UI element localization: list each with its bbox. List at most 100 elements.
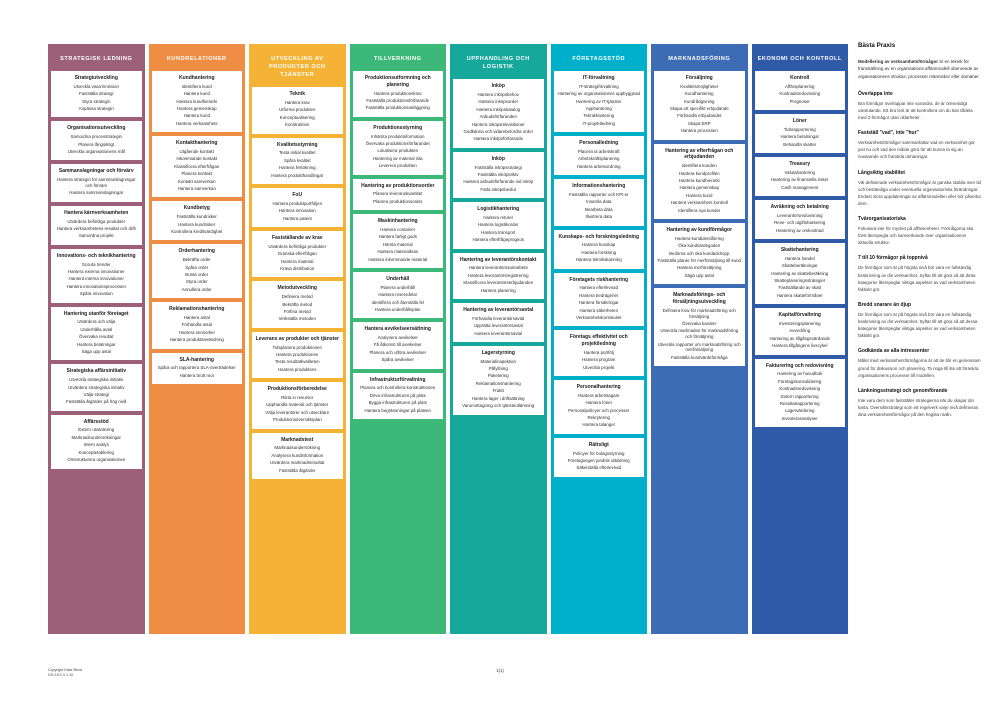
capability-item[interactable]: Kräva distribution xyxy=(280,266,315,272)
capability-item[interactable]: Investeringsplanering xyxy=(778,320,821,326)
capability-item[interactable]: Tidsplanera produktionen xyxy=(272,344,322,350)
capability-item[interactable]: Kostnadsredovisning xyxy=(779,91,821,97)
capability-item[interactable]: Marknadsundersökningar xyxy=(71,434,122,440)
capability-item[interactable]: Utvärdera befintliga produkter xyxy=(268,243,327,249)
capability-item[interactable]: Anpassa strategin xyxy=(78,106,114,112)
capability-item[interactable]: Spåra order xyxy=(185,264,209,270)
capability-item[interactable]: Planera och utföra avvikelser xyxy=(369,349,427,355)
capability-item[interactable]: Leverera produkten xyxy=(378,163,417,169)
capability-item[interactable]: Hantering av IT-tjänster xyxy=(575,98,622,104)
capability-item[interactable]: Säga upp avtal xyxy=(81,348,111,354)
capability-item[interactable]: Godkänna och vidarebefordra order xyxy=(463,129,534,134)
capability-item[interactable]: Reklamationshantering xyxy=(475,380,521,386)
capability-item[interactable]: Bekräfta metod xyxy=(282,301,313,307)
capability-item[interactable]: Prognoser xyxy=(789,98,810,104)
capability-item[interactable]: Hantera försäkringar xyxy=(578,300,619,306)
capability-item[interactable]: Hantera samverkan xyxy=(177,186,216,192)
capability-item[interactable]: Planera och kontrollera konstruktionen xyxy=(360,385,436,391)
capability-item[interactable]: Utforma produkten xyxy=(279,107,316,113)
capability-item[interactable]: Förfina metod xyxy=(283,308,311,314)
capability-item[interactable]: Hantera verksamhets kontroll xyxy=(670,200,728,206)
capability-item[interactable]: Hantering av tillgångsvärdande xyxy=(769,335,831,341)
capability-item[interactable]: Hantera innovationsprocessen xyxy=(66,283,126,289)
capability-item[interactable]: Hantera kundhierarki xyxy=(678,178,720,184)
capability-item[interactable]: Underhålla avtal xyxy=(80,326,113,332)
capability-item[interactable]: Hantera kundhierarki xyxy=(176,98,218,104)
capability-item[interactable]: Planera leveranskvantitet xyxy=(373,191,423,197)
capability-item[interactable]: Resultatrapportering xyxy=(779,400,820,406)
capability-item[interactable]: Illustrera data xyxy=(585,214,613,220)
capability-item[interactable]: Hantera merförsäljning xyxy=(677,265,722,271)
capability-item[interactable]: Spåra avvikelser xyxy=(381,357,414,363)
capability-item[interactable]: Hantera begränsningar på platsen xyxy=(364,407,431,413)
capability-item[interactable]: Hantera efterlevnad xyxy=(579,285,619,291)
capability-item[interactable]: Intern analys xyxy=(83,442,109,448)
capability-item[interactable]: Konceptetablering xyxy=(78,449,114,455)
capability-item[interactable]: Produktionsöversiktsplan xyxy=(272,417,322,423)
capability-item[interactable]: Samordna projekt xyxy=(78,233,114,239)
capability-item[interactable]: Insamla data xyxy=(586,199,612,205)
capability-item[interactable]: Testa initial kvalitet xyxy=(278,150,316,156)
capability-item[interactable]: Hantera inköpsbehov xyxy=(477,91,520,97)
capability-item[interactable]: Företagskonsolidering xyxy=(778,378,822,384)
capability-item[interactable]: Planera långsiktigt xyxy=(78,141,115,147)
capability-item[interactable]: Spåra och rapportera SLA-överträdelser xyxy=(157,365,236,371)
capability-item[interactable]: Hantera betalningar xyxy=(780,134,820,140)
capability-item[interactable]: Hantera skatteförmåner xyxy=(776,292,823,298)
capability-item[interactable]: Hantera materialkrav xyxy=(377,249,419,255)
capability-item[interactable]: Anbudsförfaranden xyxy=(479,114,517,120)
capability-item[interactable]: Kundrådgivning xyxy=(683,98,715,104)
capability-item[interactable]: Identifiera kunden xyxy=(681,163,717,169)
capability-item[interactable]: Skatteberäkningar xyxy=(781,263,818,269)
capability-item[interactable]: Fastställa åtgärder xyxy=(279,467,316,473)
capability-item[interactable]: Hantera felsökning xyxy=(278,165,316,171)
capability-item[interactable]: Hantera returer xyxy=(483,214,514,220)
capability-item[interactable]: Arbetskraftsplanering xyxy=(578,156,620,162)
capability-item[interactable]: Välja strategi xyxy=(83,391,109,397)
capability-item[interactable]: Hantera anbudsförfarande vid inköp xyxy=(463,179,534,185)
capability-item[interactable]: Analysera kundinformation xyxy=(271,452,324,458)
capability-item[interactable]: Omstrukturera organisationen xyxy=(67,457,126,463)
capability-item[interactable]: Hantera arbetstagare xyxy=(578,392,620,398)
capability-item[interactable]: Hantera innovation xyxy=(278,208,316,214)
capability-item[interactable]: Driva infrastrukturen på plats xyxy=(369,392,426,398)
capability-item[interactable]: Hantera kundprofilen xyxy=(678,170,720,176)
capability-item[interactable]: Utvärdera befintliga produkter xyxy=(67,218,126,224)
capability-item[interactable]: Identifiera nya kunder xyxy=(678,207,721,213)
capability-item[interactable]: Fastställa strategi xyxy=(79,91,114,97)
capability-item[interactable]: Hantera arbetsordning xyxy=(576,163,621,169)
capability-item[interactable]: Hantera externa innovationer xyxy=(67,268,125,274)
capability-item[interactable]: Hantera sammanslagningar xyxy=(69,190,124,196)
capability-item[interactable]: Definiera metod xyxy=(281,294,313,300)
capability-item[interactable]: Hantera strategin för sammanslagningar o… xyxy=(57,177,136,189)
capability-item[interactable]: Spåra kvalitet xyxy=(283,157,311,163)
capability-item[interactable]: Inhämta produktinformation xyxy=(371,133,425,139)
capability-item[interactable]: Hantera kundrisker xyxy=(178,221,216,227)
capability-item[interactable]: Lokalisera produkten xyxy=(377,148,419,154)
capability-item[interactable]: Planera kontakt xyxy=(181,171,212,177)
capability-item[interactable]: Hantera sensorkel xyxy=(178,329,215,335)
capability-item[interactable]: Utveckla rapporter om marknadsföring och… xyxy=(657,341,741,353)
capability-item[interactable]: Hantera verksamhets xyxy=(175,120,218,126)
capability-item[interactable]: Planera underhåll xyxy=(380,284,415,290)
capability-item[interactable]: Hantera underhållsplan xyxy=(375,306,421,312)
capability-item[interactable]: Hantera interna innovationer xyxy=(68,276,124,282)
